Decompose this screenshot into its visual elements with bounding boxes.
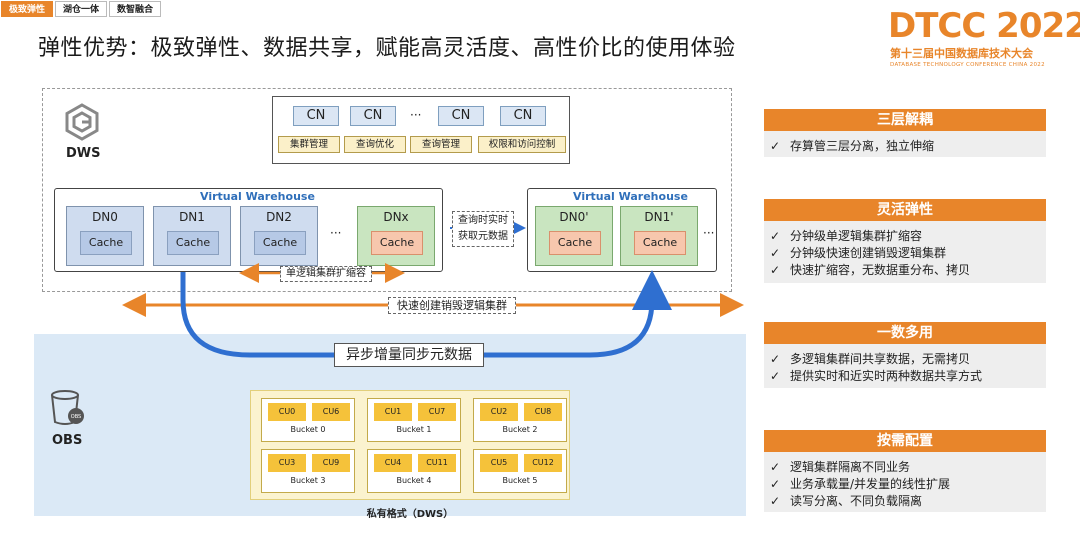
cache-block: Cache: [254, 231, 306, 255]
tab-ai-fusion[interactable]: 数智融合: [109, 1, 161, 17]
bucket: CU2 CU8 Bucket 2: [473, 398, 567, 442]
cache-block: Cache: [549, 231, 601, 255]
check-icon: ✓: [770, 229, 781, 243]
cache-block: Cache: [634, 231, 686, 255]
check-icon: ✓: [770, 369, 781, 383]
svg-text:OBS: OBS: [71, 414, 81, 420]
tab-lakehouse[interactable]: 湖仓一体: [55, 1, 107, 17]
conference-name-en: DATABASE TECHNOLOGY CONFERENCE CHINA 202…: [890, 62, 1045, 68]
panel-multiuse-title: 一数多用: [764, 322, 1046, 344]
cn-ellipsis: ···: [410, 108, 422, 122]
cache-block: Cache: [80, 231, 132, 255]
panel-item: ✓业务承载量/并发量的线性扩展: [770, 477, 951, 491]
cu-block: CU1: [374, 403, 412, 421]
panel-item: ✓多逻辑集群间共享数据，无需拷贝: [770, 352, 971, 366]
mgmt-query-mgmt: 查询管理: [410, 136, 472, 153]
panel-item: ✓分钟级快速创建销毁逻辑集群: [770, 246, 947, 260]
check-icon: ✓: [770, 263, 781, 277]
scale-label: 单逻辑集群扩缩容: [280, 266, 372, 282]
cache-block: Cache: [371, 231, 423, 255]
dn-node: DNx Cache: [357, 206, 435, 266]
check-icon: ✓: [770, 494, 781, 508]
panel-ondemand-title: 按需配置: [764, 430, 1046, 452]
cu-block: CU5: [480, 454, 518, 472]
dn-ellipsis: ···: [703, 226, 715, 240]
panel-item: ✓分钟级单逻辑集群扩缩容: [770, 229, 923, 243]
async-sync-label: 异步增量同步元数据: [334, 343, 484, 367]
cn-node: CN: [293, 106, 339, 126]
dn-node: DN2 Cache: [240, 206, 318, 266]
dws-label: DWS: [66, 146, 101, 161]
check-icon: ✓: [770, 352, 781, 366]
cu-block: CU4: [374, 454, 412, 472]
cu-block: CU0: [268, 403, 306, 421]
cn-node: CN: [350, 106, 396, 126]
obs-label: OBS: [52, 433, 83, 448]
cn-node: CN: [500, 106, 546, 126]
dws-icon: [65, 103, 99, 141]
cu-block: CU6: [312, 403, 350, 421]
vw2-title: Virtual Warehouse: [573, 190, 688, 203]
check-icon: ✓: [770, 477, 781, 491]
cu-block: CU2: [480, 403, 518, 421]
query-metadata-label: 查询时实时 获取元数据: [452, 211, 514, 247]
check-icon: ✓: [770, 139, 781, 153]
dn-node: DN0 Cache: [66, 206, 144, 266]
mgmt-access-control: 权限和访问控制: [478, 136, 566, 153]
create-destroy-label: 快速创建销毁逻辑集群: [388, 297, 516, 314]
panel-item: ✓存算管三层分离，独立伸缩: [770, 139, 935, 153]
cu-block: CU12: [524, 454, 562, 472]
bucket: CU3 CU9 Bucket 3: [261, 449, 355, 493]
page-title: 弹性优势：极致弹性、数据共享，赋能高灵活度、高性价比的使用体验: [38, 36, 736, 61]
check-icon: ✓: [770, 246, 781, 260]
panel-item: ✓快速扩缩容，无数据重分布、拷贝: [770, 263, 971, 277]
panel-decoupling-title: 三层解耦: [764, 109, 1046, 131]
cu-block: CU11: [418, 454, 456, 472]
panel-item: ✓读写分离、不同负载隔离: [770, 494, 923, 508]
mgmt-query-opt: 查询优化: [344, 136, 406, 153]
bucket: CU4 CU11 Bucket 4: [367, 449, 461, 493]
obs-bucket-icon: OBS: [51, 390, 84, 425]
vw1-title: Virtual Warehouse: [200, 190, 315, 203]
bucket: CU1 CU7 Bucket 1: [367, 398, 461, 442]
cu-block: CU8: [524, 403, 562, 421]
bucket: CU0 CU6 Bucket 0: [261, 398, 355, 442]
dn-ellipsis: ···: [330, 226, 342, 240]
cache-block: Cache: [167, 231, 219, 255]
cn-node: CN: [438, 106, 484, 126]
dn-node: DN0' Cache: [535, 206, 613, 266]
cu-block: CU3: [268, 454, 306, 472]
bucket: CU5 CU12 Bucket 5: [473, 449, 567, 493]
panel-ondemand-body: [764, 452, 1046, 512]
tab-elastic[interactable]: 极致弹性: [1, 1, 53, 17]
dws-region: [42, 88, 732, 292]
panel-elastic-body: [764, 221, 1046, 283]
panel-item: ✓提供实时和近实时两种数据共享方式: [770, 369, 983, 383]
conference-name: 第十三届中国数据库技术大会: [890, 47, 1033, 60]
dn-node: DN1' Cache: [620, 206, 698, 266]
cu-block: CU7: [418, 403, 456, 421]
private-format-label: 私有格式（DWS）: [366, 509, 454, 520]
dtcc-logo: DTCC 2022: [888, 6, 1080, 46]
panel-item: ✓逻辑集群隔离不同业务: [770, 460, 911, 474]
mgmt-cluster: 集群管理: [278, 136, 340, 153]
cu-block: CU9: [312, 454, 350, 472]
check-icon: ✓: [770, 460, 781, 474]
panel-decoupling-body: [764, 131, 1046, 157]
panel-elastic-title: 灵活弹性: [764, 199, 1046, 221]
panel-multiuse-body: [764, 344, 1046, 388]
dn-node: DN1 Cache: [153, 206, 231, 266]
